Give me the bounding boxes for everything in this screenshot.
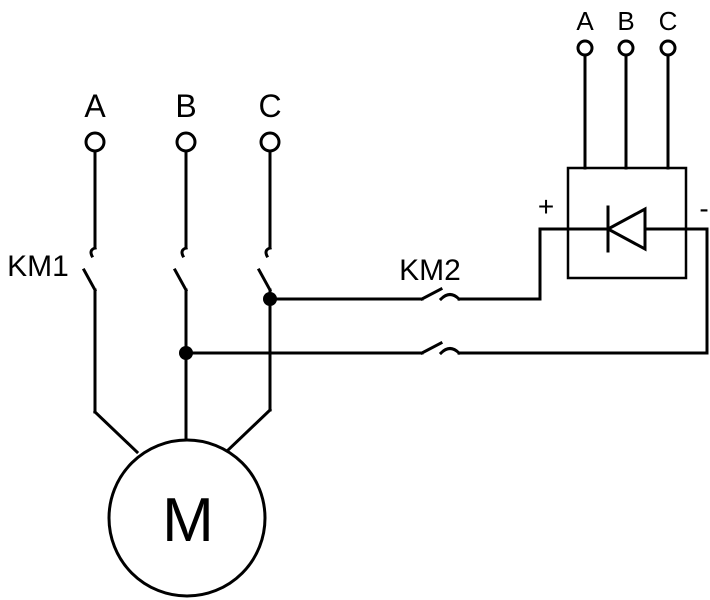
phase-c-line bbox=[256, 149, 273, 412]
rectifier-supply-terminals: A B C bbox=[576, 6, 678, 170]
rectifier-terminal-c-label: C bbox=[659, 6, 678, 36]
supply-terminal-b-label: B bbox=[175, 88, 196, 124]
rectifier-minus-label: - bbox=[699, 193, 708, 224]
rectifier-box bbox=[566, 166, 688, 280]
rectifier-terminal-c bbox=[659, 39, 677, 57]
supply-terminal-c-label: C bbox=[258, 88, 281, 124]
rectifier: + - bbox=[538, 166, 709, 280]
contactor-km2-label: KM2 bbox=[399, 254, 461, 287]
rectifier-terminal-a bbox=[576, 39, 594, 57]
supply-terminal-a-label: A bbox=[84, 88, 106, 124]
motor: M bbox=[107, 438, 267, 598]
supply-terminals: A B C bbox=[84, 88, 282, 153]
rectifier-terminal-b bbox=[617, 39, 635, 57]
dc-minus-line bbox=[184, 227, 709, 356]
phase-a-line bbox=[81, 149, 98, 414]
dc-plus-line bbox=[268, 227, 542, 302]
motor-leads bbox=[92, 407, 273, 455]
phase-b-line bbox=[172, 149, 189, 447]
supply-terminal-b bbox=[175, 131, 197, 153]
junction-node-b bbox=[179, 346, 193, 360]
motor-label: M bbox=[162, 486, 214, 555]
rectifier-terminal-a-label: A bbox=[576, 6, 594, 36]
supply-terminal-c bbox=[259, 131, 281, 153]
rectifier-plus-label: + bbox=[538, 191, 554, 222]
motor-icon bbox=[107, 438, 267, 598]
supply-terminal-a bbox=[84, 131, 106, 153]
rectifier-terminal-b-label: B bbox=[617, 6, 634, 36]
diode-icon bbox=[604, 206, 647, 252]
contactor-km1-label: KM1 bbox=[7, 250, 69, 283]
junction-node-c bbox=[263, 292, 277, 306]
